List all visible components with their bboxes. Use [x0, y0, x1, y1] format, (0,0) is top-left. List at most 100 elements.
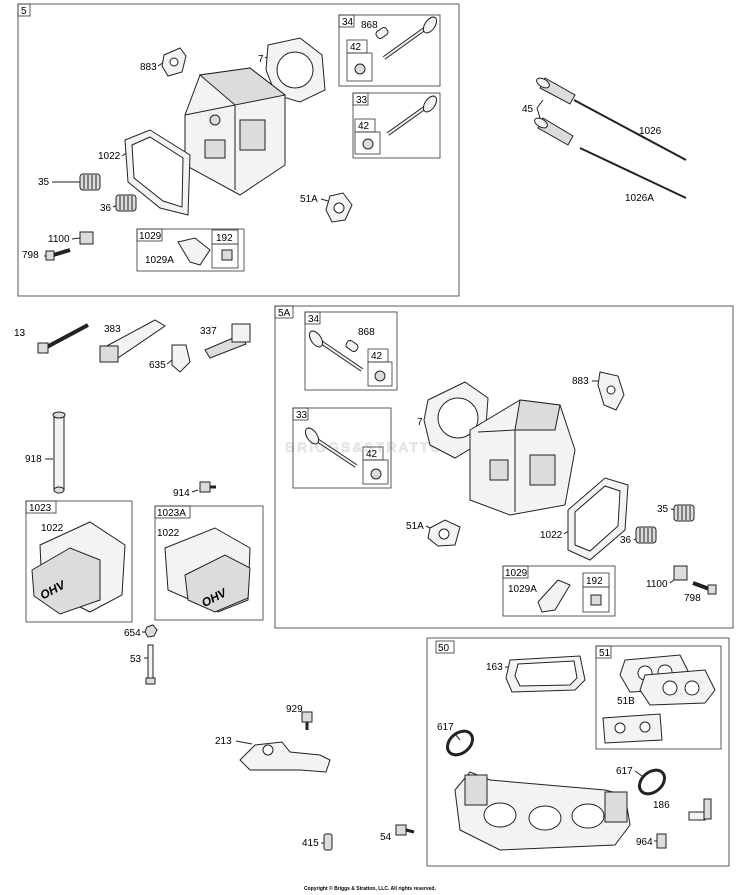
spark-plug-337 — [204, 323, 251, 359]
label-36-5A: 36 — [620, 535, 632, 546]
seal-617-right — [637, 768, 667, 796]
box-192b-number: 192 — [586, 576, 603, 587]
label-1026: 1026 — [639, 126, 662, 137]
label-415: 415 — [302, 838, 319, 849]
stud-53 — [145, 644, 156, 685]
label-1022-cover-right: 1022 — [157, 528, 180, 539]
box-34-5A-tag — [304, 311, 321, 325]
box-42c-number: 42 — [371, 351, 383, 362]
plug-415 — [323, 833, 333, 851]
label-186: 186 — [653, 800, 670, 811]
label-654: 654 — [124, 628, 141, 639]
label-13: 13 — [14, 328, 26, 339]
box-33-top-number: 33 — [356, 95, 368, 106]
box-1023A-tag — [154, 505, 191, 519]
rocker-arm-top — [177, 237, 211, 266]
box-192b — [582, 586, 610, 613]
label-337: 337 — [200, 326, 217, 337]
box-1029-top — [136, 228, 245, 272]
box-42d-number: 42 — [366, 449, 378, 460]
screw-54 — [395, 824, 415, 836]
label-617-left: 617 — [437, 722, 454, 733]
cylinder-head-top — [184, 67, 287, 196]
label-1100-5A: 1100 — [646, 579, 668, 590]
box-51-tag — [595, 645, 612, 659]
label-213: 213 — [215, 736, 232, 747]
label-51A-top: 51A — [300, 194, 318, 205]
bolt-13 — [37, 323, 89, 354]
box-192a-number: 192 — [216, 233, 233, 244]
rocker-arm-5A — [537, 579, 571, 613]
nut-192-top — [221, 249, 233, 261]
box-51-number: 51 — [599, 648, 611, 659]
intake-valve-5A — [308, 330, 386, 382]
box-33-5A — [292, 407, 392, 489]
frame-5 — [17, 3, 460, 297]
pushrod-1026A — [579, 147, 687, 199]
box-1023 — [25, 500, 133, 623]
label-35-5A: 35 — [657, 504, 669, 515]
screw-798-top — [45, 248, 71, 261]
frame-5-number: 5 — [21, 6, 27, 17]
label-617-right: 617 — [616, 766, 633, 777]
tube-918 — [52, 411, 66, 494]
frame-5A — [274, 305, 734, 629]
label-798-top: 798 — [22, 250, 39, 261]
box-42d — [362, 459, 389, 485]
box-33-5A-tag — [292, 407, 309, 421]
box-33-5A-number: 33 — [296, 410, 308, 421]
rocker-stud-35-top — [79, 173, 101, 191]
exhaust-valve-top — [362, 95, 438, 150]
label-54: 54 — [380, 832, 392, 843]
box-1029-5A — [502, 565, 616, 617]
label-1022-cover-left: 1022 — [41, 523, 64, 534]
label-635: 635 — [149, 360, 166, 371]
screw-798-5A — [692, 581, 717, 595]
label-868-5A: 868 — [358, 327, 375, 338]
box-42c — [367, 361, 393, 387]
seal-617-left — [445, 729, 475, 757]
breather-383 — [99, 319, 166, 363]
box-1023-tag — [25, 500, 57, 514]
intake-manifold-50 — [454, 771, 631, 851]
box-34-5A-number: 34 — [308, 314, 320, 325]
cylinder-head-5A — [469, 399, 576, 516]
nut-654 — [144, 624, 158, 638]
box-1023A-number: 1023A — [157, 508, 186, 519]
box-33-top — [352, 92, 441, 159]
box-1029-top-number: 1029 — [139, 231, 162, 242]
frame-50-number: 50 — [438, 643, 450, 654]
label-964: 964 — [636, 837, 653, 848]
box-34-5A — [304, 311, 398, 391]
copyright-footer: Copyright © Briggs & Stratton, LLC. All … — [304, 885, 436, 892]
label-1022-5A: 1022 — [540, 530, 563, 541]
plug-964 — [656, 833, 667, 849]
exhaust-valve-5A — [304, 427, 382, 480]
label-868-top: 868 — [361, 20, 378, 31]
box-1023A — [154, 505, 264, 621]
box-42b-number: 42 — [358, 121, 370, 132]
rocker-stud-35-5A — [673, 504, 695, 522]
label-36-top: 36 — [100, 203, 112, 214]
label-1026A: 1026A — [625, 193, 654, 204]
label-883-5A: 883 — [572, 376, 589, 387]
label-929: 929 — [286, 704, 303, 715]
label-51B: 51B — [617, 696, 635, 707]
label-1029A-top: 1029A — [145, 255, 174, 266]
label-1029A-5A: 1029A — [508, 584, 537, 595]
label-45: 45 — [522, 104, 534, 115]
screw-929 — [301, 711, 313, 730]
frame-5A-tag — [274, 305, 294, 319]
label-53: 53 — [130, 654, 142, 665]
box-1029-5A-number: 1029 — [505, 568, 528, 579]
frame-5A-number: 5A — [278, 308, 291, 319]
box-51 — [595, 645, 722, 750]
frame-50-tag — [435, 640, 455, 654]
box-34-top-tag — [338, 14, 355, 28]
label-883-top: 883 — [140, 62, 157, 73]
nut-192-5A — [590, 594, 602, 606]
box-192a — [211, 243, 239, 269]
clip-1100-top — [79, 231, 94, 245]
label-1100-top: 1100 — [48, 234, 70, 245]
